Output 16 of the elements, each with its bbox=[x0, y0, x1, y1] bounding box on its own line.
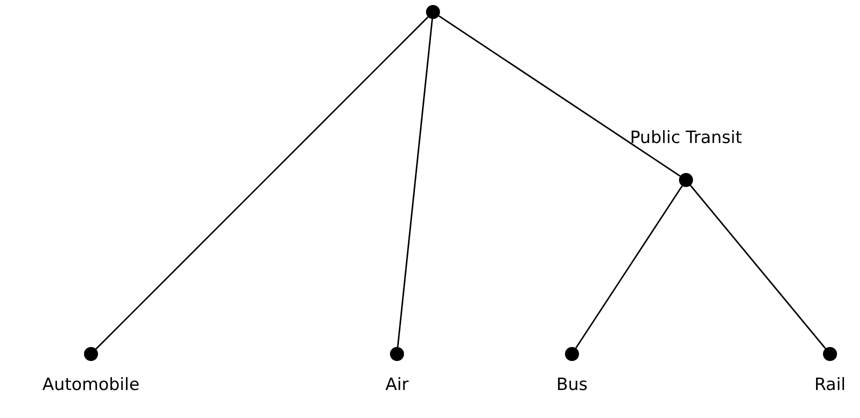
connector-line bbox=[690, 184, 826, 350]
node-dot bbox=[426, 5, 440, 19]
connector-line bbox=[438, 15, 681, 177]
connector-line bbox=[575, 185, 683, 349]
node-label: Automobile bbox=[42, 375, 140, 395]
node-label: Rail bbox=[814, 375, 846, 395]
node-dot bbox=[84, 347, 98, 361]
connector-line bbox=[396, 18, 434, 348]
node-dot bbox=[679, 173, 693, 187]
node-label: Bus bbox=[556, 375, 588, 395]
node-dot bbox=[390, 347, 404, 361]
node-label: Air bbox=[385, 375, 409, 395]
node-label: Public Transit bbox=[630, 128, 742, 148]
node-dot bbox=[565, 347, 579, 361]
connector-line bbox=[95, 16, 429, 350]
node-dot bbox=[823, 347, 837, 361]
